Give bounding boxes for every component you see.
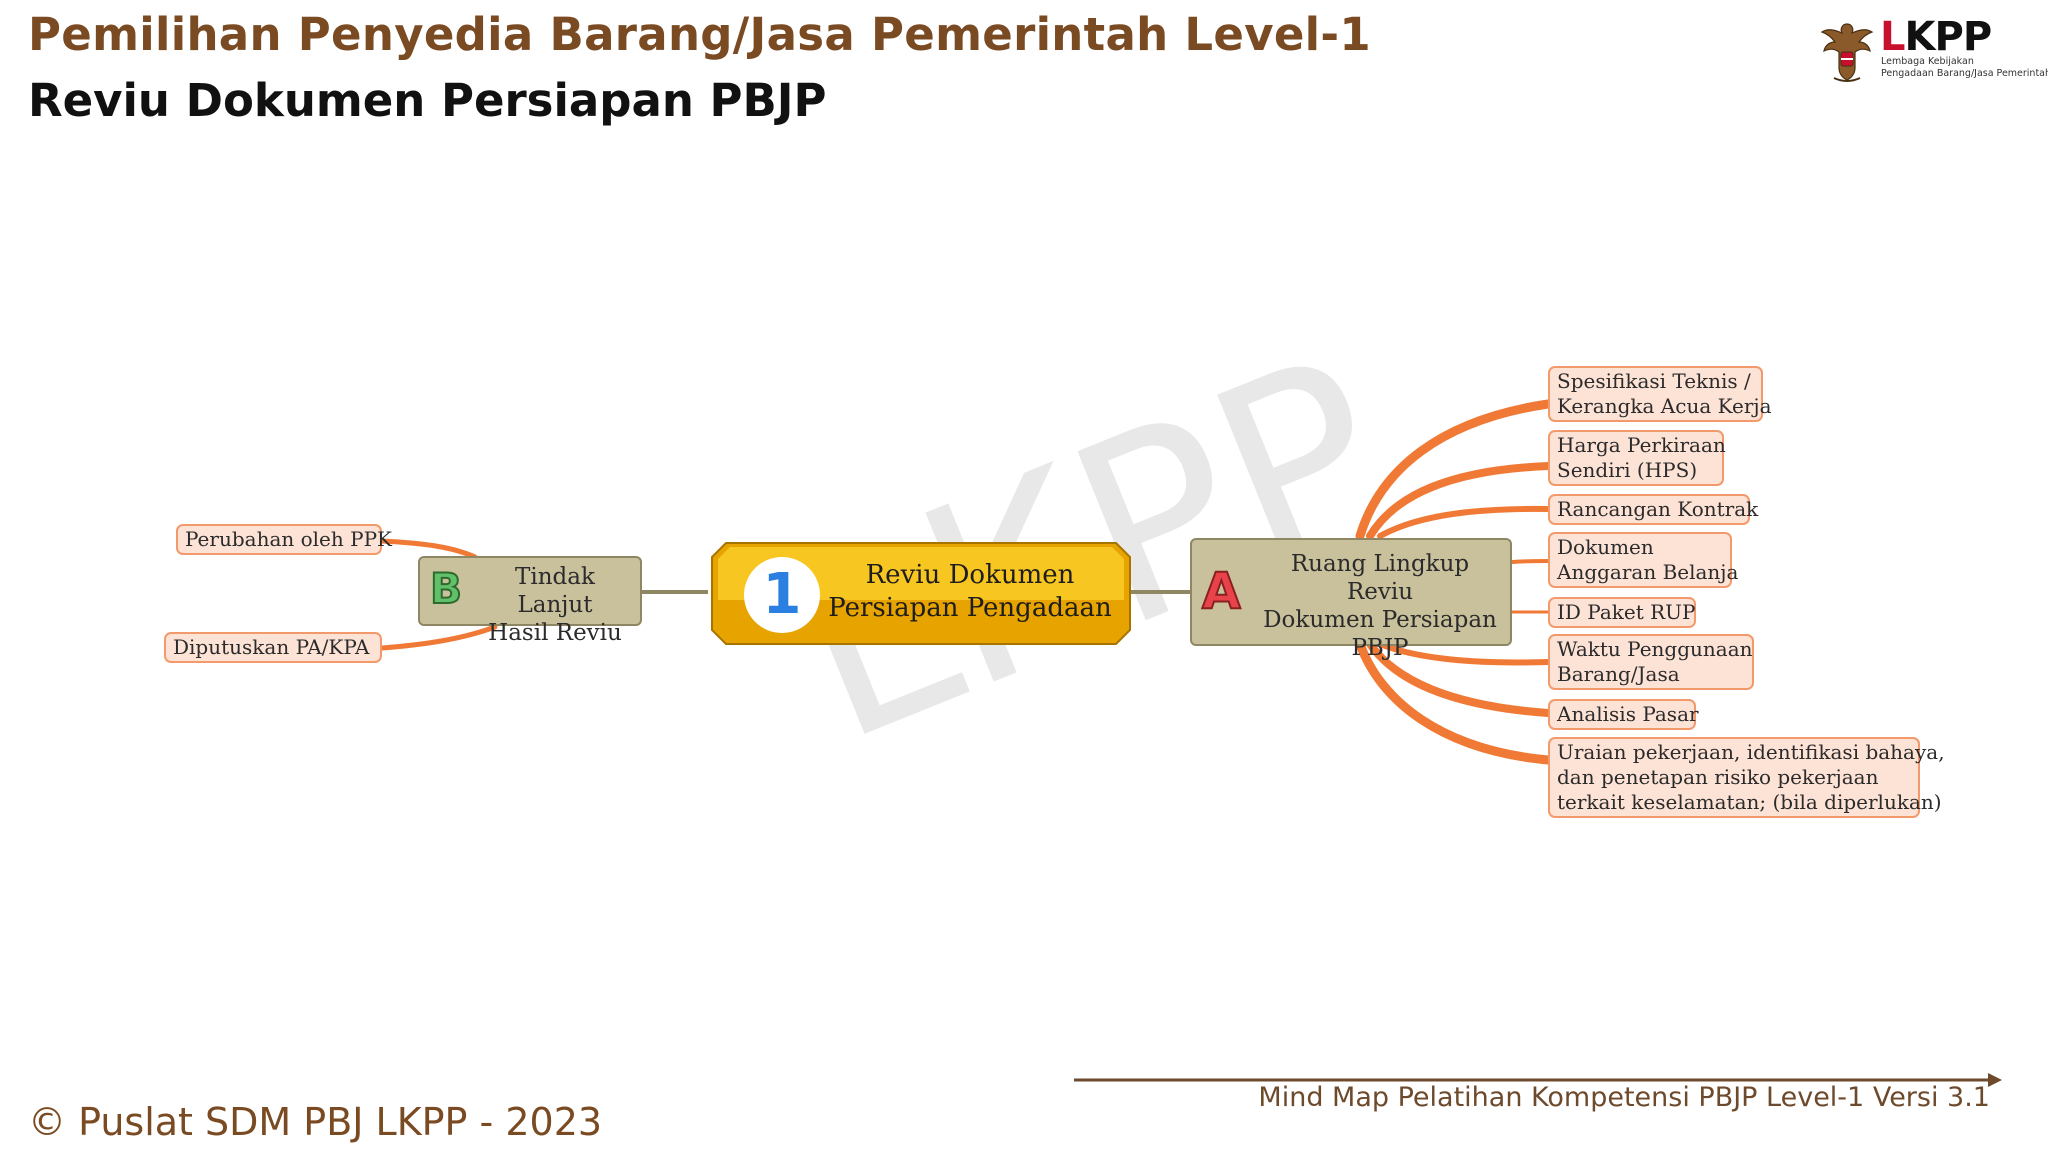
garuda-emblem-icon: [1820, 23, 1874, 82]
branch-b-item-diputuskan-pa-kpa: Diputuskan PA/KPA: [164, 632, 382, 663]
connector-b-2: [379, 624, 498, 651]
branch-a-item-dokumen-anggaran: Dokumen Anggaran Belanja: [1548, 532, 1738, 588]
branch-a-item-analisis-pasar: Analisis Pasar: [1548, 699, 1699, 730]
central-number-badge: 1: [744, 557, 820, 633]
central-node: [711, 542, 1131, 645]
lkpp-logo: LKPP Lembaga Kebijakan Pengadaan Barang/…: [1814, 14, 2048, 88]
connector-a-2: [1366, 462, 1552, 540]
logo-wordmark: LKPP: [1880, 14, 1992, 60]
connector-a-1: [1355, 399, 1553, 541]
branch-b-item-perubahan-ppk: Perubahan oleh PPK: [176, 524, 392, 555]
logo-tagline: Lembaga Kebijakan Pengadaan Barang/Jasa …: [1881, 56, 2048, 79]
slide-subtitle: Reviu Dokumen Persiapan PBJP: [28, 74, 827, 127]
branch-a-item-spesifikasi: Spesifikasi Teknis / Kerangka Acua Kerja: [1548, 366, 1772, 422]
connector-b-1: [379, 538, 478, 560]
branch-a-item-rancangan-kontrak: Rancangan Kontrak: [1548, 494, 1758, 525]
central-topic-label: Reviu Dokumen Persiapan Pengadaan: [828, 560, 1112, 623]
connector-a-6: [1377, 641, 1551, 666]
branch-a-node: Ruang Lingkup Reviu Dokumen Persiapan PB…: [1190, 538, 1512, 661]
branch-b-node: Tindak Lanjut Hasil Reviu: [418, 556, 642, 646]
connector-a-4: [1510, 559, 1550, 564]
slide-title: Pemilihan Penyedia Barang/Jasa Pemerinta…: [28, 8, 1371, 61]
branch-a-item-id-paket-rup: ID Paket RUP: [1548, 597, 1696, 628]
connector-a-8: [1355, 639, 1553, 765]
branch-a-item-waktu-penggunaan: Waktu Penggunaan Barang/Jasa: [1548, 634, 1754, 690]
footer-caption: Mind Map Pelatihan Kompetensi PBJP Level…: [1258, 1082, 1990, 1113]
connector-a-3: [1377, 505, 1551, 539]
branch-a-item-uraian-pekerjaan: Uraian pekerjaan, identifikasi bahaya, d…: [1548, 737, 1945, 818]
branch-a-item-hps: Harga Perkiraan Sendiri (HPS): [1548, 430, 1726, 486]
connector-a-7: [1366, 640, 1552, 717]
branch-a-badge: A: [1201, 562, 1242, 620]
branch-b-badge: B: [429, 564, 463, 613]
footer-copyright: © Puslat SDM PBJ LKPP - 2023: [28, 1100, 603, 1144]
